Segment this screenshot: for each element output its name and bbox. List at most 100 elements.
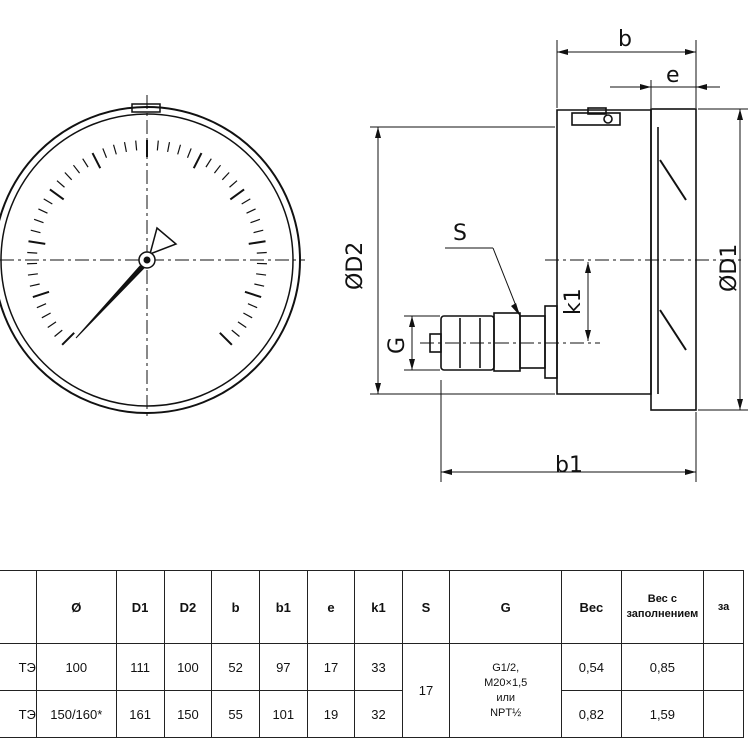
- scale-tick: [47, 321, 57, 328]
- cell-G-line: G1/2,: [492, 661, 520, 674]
- cell-model: ТЭ: [0, 690, 37, 738]
- label-b1: b1: [555, 453, 583, 478]
- header-G: G: [449, 570, 563, 644]
- scale-tick: [43, 198, 53, 205]
- cell-D2: 150: [163, 690, 213, 738]
- gauge-scale-ticks: [27, 140, 267, 346]
- header-weight-filled: Вес с заполнением: [620, 570, 705, 644]
- scale-tick: [32, 290, 50, 299]
- scale-tick: [177, 144, 182, 155]
- cell-b: 52: [211, 643, 260, 691]
- dimension-lines: [370, 40, 748, 482]
- scale-tick: [229, 180, 238, 188]
- cell-e: 17: [306, 643, 356, 691]
- cell-D1: 111: [115, 643, 165, 691]
- scale-tick: [64, 172, 73, 181]
- cell-G-line: NPT½: [490, 706, 522, 719]
- cell-G: G1/2, M20×1,5 или NPT½: [449, 643, 563, 738]
- scale-tick: [254, 283, 265, 287]
- scale-tick: [253, 229, 264, 234]
- header-diameter: Ø: [35, 570, 117, 644]
- cell-extra: [703, 643, 744, 691]
- scale-tick: [123, 142, 127, 153]
- scale-tick: [33, 218, 44, 224]
- connector-hex: [493, 312, 521, 372]
- table-header-row: Ø D1 D2 b b1 e k1 S G Вес Вес с заполнен…: [0, 570, 744, 644]
- scale-tick: [28, 240, 46, 245]
- label-D2: ØD2: [343, 242, 368, 290]
- cell-G-line: или: [496, 691, 516, 704]
- cell-diameter: 150/160*: [35, 690, 117, 738]
- gauge-needle: [75, 265, 145, 339]
- scale-tick: [91, 152, 102, 169]
- header-weight: Вес: [561, 570, 622, 644]
- needle-counterweight: [148, 226, 178, 256]
- scale-tick: [49, 188, 65, 201]
- dimensions-table: Ø D1 D2 b b1 e k1 S G Вес Вес с заполнен…: [0, 570, 744, 738]
- cell-diameter: 100: [35, 643, 117, 691]
- gauge-side-view: [429, 107, 697, 411]
- cell-S: 17: [401, 643, 451, 738]
- cell-k1: 32: [354, 690, 403, 738]
- cell-weight: 0,82: [561, 690, 622, 738]
- scale-tick: [27, 251, 38, 254]
- scale-tick: [205, 158, 212, 168]
- connector-neck: [519, 315, 546, 369]
- scale-tick: [237, 321, 247, 328]
- header-k1: k1: [354, 570, 403, 644]
- glass-reflection-bottom: [659, 309, 687, 351]
- header-S: S: [401, 570, 451, 644]
- scale-tick: [213, 164, 222, 174]
- cell-G-line: M20×1,5: [484, 676, 528, 689]
- label-D1: ØD1: [717, 244, 742, 292]
- header-D2: D2: [163, 570, 213, 644]
- header-extra: за: [703, 570, 744, 644]
- table-row: ТЭ 100 111 100 52 97 17 33 17 G1/2, M20×…: [0, 643, 744, 738]
- scale-tick: [243, 312, 253, 319]
- label-G: G: [385, 337, 410, 354]
- cell-b1: 101: [258, 690, 308, 738]
- scale-tick: [29, 283, 40, 287]
- header-b: b: [211, 570, 260, 644]
- header-e: e: [306, 570, 356, 644]
- label-e: e: [666, 63, 680, 88]
- label-b: b: [618, 27, 632, 52]
- scale-tick: [246, 208, 256, 214]
- scale-tick: [229, 188, 245, 201]
- scale-tick: [192, 152, 203, 169]
- scale-tick: [244, 290, 262, 299]
- side-centerlines: [420, 259, 745, 344]
- scale-tick: [248, 240, 266, 245]
- table-row: ТЭ 150/160* 161 150 55 101 19 32 0,82 1,…: [0, 690, 744, 738]
- label-k1: k1: [561, 288, 586, 315]
- scale-tick: [219, 332, 233, 346]
- cell-D2: 100: [163, 643, 213, 691]
- scale-tick: [56, 180, 65, 188]
- cell-k1: 33: [354, 643, 403, 691]
- scale-tick: [27, 273, 38, 276]
- scale-tick: [221, 172, 230, 181]
- cell-model: ТЭ: [0, 643, 37, 691]
- scale-tick: [61, 332, 75, 346]
- scale-tick: [54, 329, 63, 337]
- scale-tick: [247, 303, 258, 309]
- scale-tick: [167, 142, 171, 153]
- cell-weight: 0,54: [561, 643, 622, 691]
- needle-pivot: [143, 256, 151, 264]
- scale-tick: [30, 229, 41, 234]
- scale-tick: [41, 312, 51, 319]
- scale-tick: [72, 164, 81, 174]
- cell-e: 19: [306, 690, 356, 738]
- cell-D1: 161: [115, 690, 165, 738]
- scale-tick: [112, 144, 117, 155]
- glass-reflection-top: [659, 159, 687, 201]
- rear-flange: [544, 305, 558, 379]
- cell-b1: 97: [258, 643, 308, 691]
- label-S: S: [453, 221, 467, 246]
- filler-plug-cap: [587, 107, 607, 115]
- gauge-front-view: [0, 95, 305, 420]
- cell-extra: [703, 690, 744, 738]
- scale-tick: [156, 140, 159, 151]
- scale-tick: [135, 140, 138, 151]
